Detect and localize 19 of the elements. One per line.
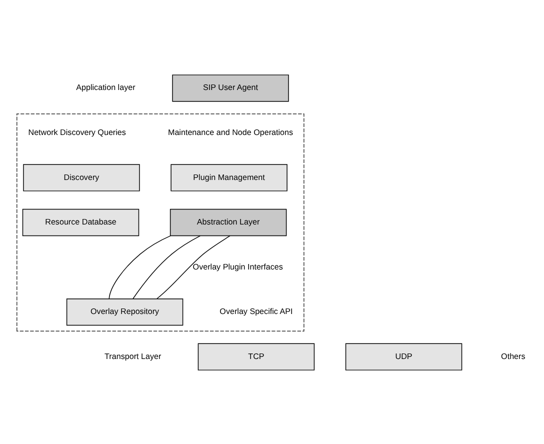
- node-box: Discovery: [23, 164, 140, 191]
- label: Application layer: [76, 82, 136, 92]
- node-box: UDP: [345, 342, 462, 370]
- label: Overlay Specific API: [220, 306, 293, 316]
- node-box: Plugin Management: [170, 164, 288, 191]
- node-box: Resource Database: [22, 208, 140, 236]
- label: Overlay Plugin Interfaces: [192, 262, 283, 271]
- cluster: [16, 112, 304, 332]
- node-box: SIP User Agent: [172, 74, 289, 102]
- label: Network Discovery Queries: [28, 127, 126, 136]
- connector: [108, 234, 171, 299]
- label: Transport Layer: [104, 351, 162, 360]
- node-box: Overlay Repository: [66, 298, 184, 326]
- label: Others: [501, 351, 526, 360]
- label: Maintenance and Node Operations: [168, 127, 294, 136]
- connector: [132, 234, 201, 299]
- node-box: TCP: [198, 342, 315, 370]
- connector: [156, 234, 230, 299]
- node-box: Abstraction Layer: [170, 208, 287, 236]
